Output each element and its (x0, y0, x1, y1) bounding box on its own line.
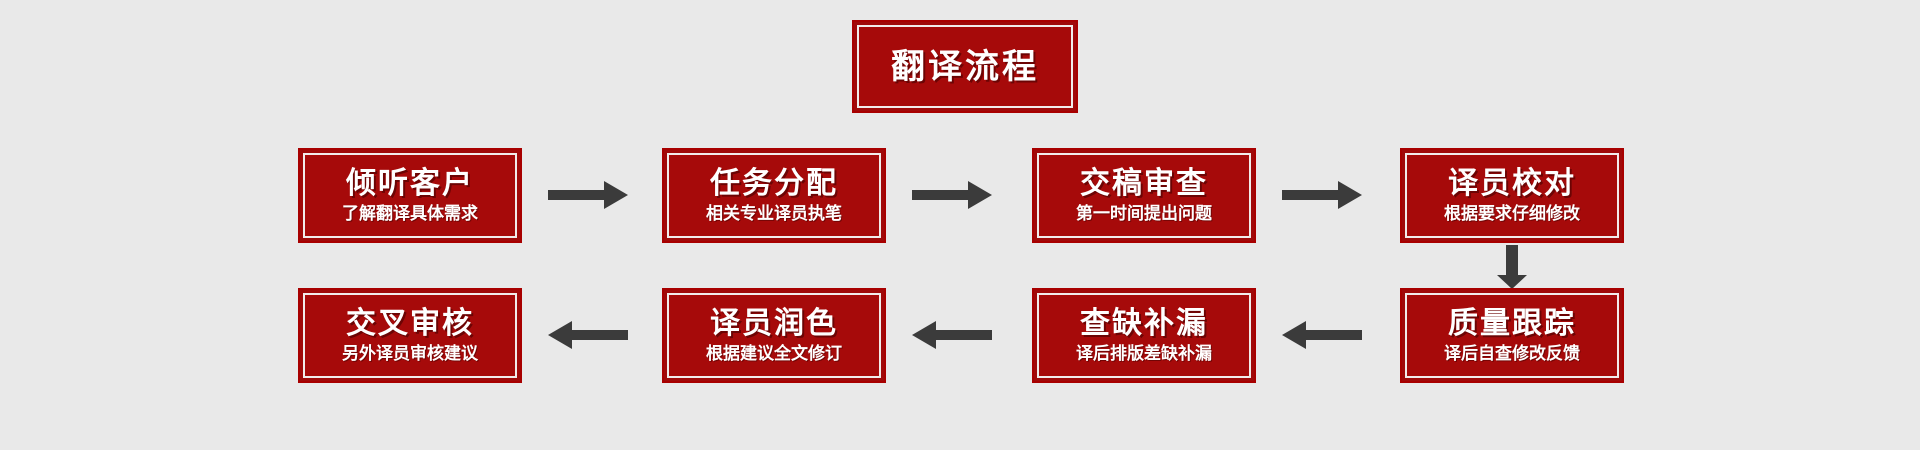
process-node-inner: 译员润色 根据建议全文修订 (667, 293, 881, 378)
flowchart-title-text: 翻译流程 (891, 46, 1039, 87)
process-node-title: 倾听客户 (346, 165, 474, 201)
arrow-right-icon (912, 178, 992, 212)
process-node-title: 译员润色 (710, 305, 838, 341)
arrow-right-icon (1282, 178, 1362, 212)
arrow-down-icon (1495, 245, 1529, 289)
process-node-inner: 交稿审查 第一时间提出问题 (1037, 153, 1251, 238)
process-node-listen-to-client[interactable]: 倾听客户 了解翻译具体需求 (298, 148, 522, 243)
process-node-task-assignment[interactable]: 任务分配 相关专业译员执笔 (662, 148, 886, 243)
process-node-subtitle: 了解翻译具体需求 (342, 203, 478, 224)
arrow-left-icon (548, 318, 628, 352)
process-node-title: 质量跟踪 (1448, 305, 1576, 341)
process-node-subtitle: 相关专业译员执笔 (706, 203, 842, 224)
process-node-inner: 质量跟踪 译后自查修改反馈 (1405, 293, 1619, 378)
process-node-submission-review[interactable]: 交稿审查 第一时间提出问题 (1032, 148, 1256, 243)
process-node-subtitle: 根据要求仔细修改 (1444, 203, 1580, 224)
process-node-translator-polish[interactable]: 译员润色 根据建议全文修订 (662, 288, 886, 383)
arrow-left-icon (1282, 318, 1362, 352)
process-node-gap-filling[interactable]: 查缺补漏 译后排版差缺补漏 (1032, 288, 1256, 383)
process-node-subtitle: 译后排版差缺补漏 (1076, 343, 1212, 364)
process-node-subtitle: 第一时间提出问题 (1076, 203, 1212, 224)
process-node-title: 交叉审核 (346, 305, 474, 341)
process-node-inner: 交叉审核 另外译员审核建议 (303, 293, 517, 378)
process-node-cross-review[interactable]: 交叉审核 另外译员审核建议 (298, 288, 522, 383)
process-node-subtitle: 根据建议全文修订 (706, 343, 842, 364)
process-node-inner: 任务分配 相关专业译员执笔 (667, 153, 881, 238)
process-node-inner: 倾听客户 了解翻译具体需求 (303, 153, 517, 238)
process-node-inner: 译员校对 根据要求仔细修改 (1405, 153, 1619, 238)
process-node-title: 任务分配 (710, 165, 838, 201)
arrow-left-icon (912, 318, 992, 352)
process-node-subtitle: 另外译员审核建议 (342, 343, 478, 364)
arrow-right-icon (548, 178, 628, 212)
process-node-title: 交稿审查 (1080, 165, 1208, 201)
process-node-translator-proofread[interactable]: 译员校对 根据要求仔细修改 (1400, 148, 1624, 243)
process-node-quality-tracking[interactable]: 质量跟踪 译后自查修改反馈 (1400, 288, 1624, 383)
process-node-title: 查缺补漏 (1080, 305, 1208, 341)
flowchart-title-node: 翻译流程 (852, 20, 1078, 113)
process-node-inner: 查缺补漏 译后排版差缺补漏 (1037, 293, 1251, 378)
process-node-subtitle: 译后自查修改反馈 (1444, 343, 1580, 364)
flowchart-title-inner: 翻译流程 (857, 25, 1073, 108)
process-node-title: 译员校对 (1448, 165, 1576, 201)
